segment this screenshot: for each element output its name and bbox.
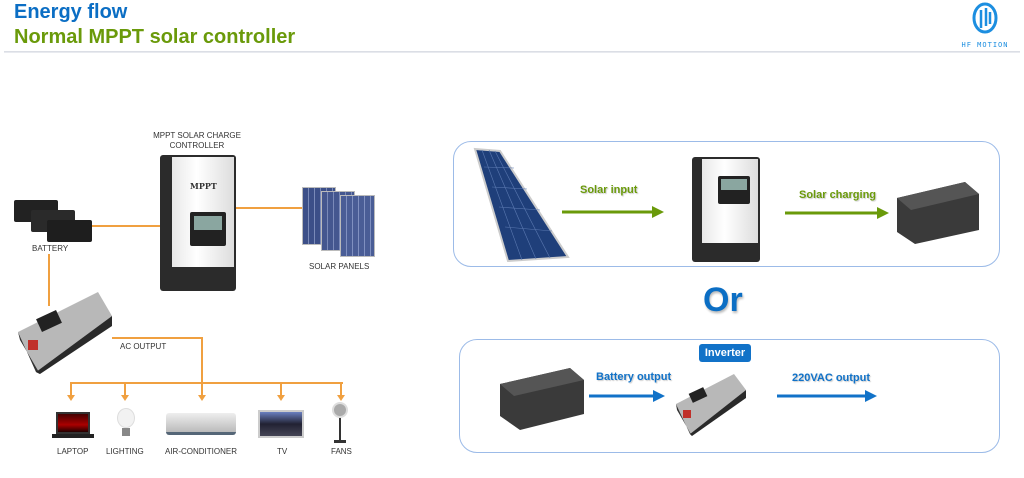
battery-output-label: Battery output [596, 371, 672, 383]
ac-output-line [112, 337, 203, 339]
header-divider [4, 51, 1020, 53]
controller-brand: MPPT [190, 181, 217, 191]
solar-panels-label: SOLAR PANELS [309, 262, 370, 271]
battery-image [895, 180, 981, 244]
mppt-controller-image-small [692, 157, 760, 262]
laptop-icon [52, 412, 94, 439]
load-label-laptop: LAPTOP [57, 447, 89, 456]
or-label: Or [703, 281, 743, 319]
solar-flow-box [453, 141, 1000, 267]
inverter-image-small [674, 372, 746, 438]
mppt-controller-image: MPPT [160, 155, 236, 291]
controller-label: MPPT SOLAR CHARGE CONTROLLER [153, 131, 241, 150]
tv-icon [258, 410, 304, 438]
connector-battery-controller [92, 225, 160, 227]
load-label-fans: FANS [331, 447, 352, 456]
inverter-badge: Inverter [699, 344, 751, 362]
page-subtitle: Normal MPPT solar controller [14, 26, 296, 48]
ac-output-220v-label: 220VAC output [792, 372, 871, 384]
fan-icon [332, 402, 354, 446]
inverter-flow-box [459, 339, 1000, 453]
battery-image-2 [498, 366, 586, 430]
solar-charging-label: Solar charging [799, 189, 877, 201]
air-conditioner-icon [166, 413, 236, 435]
load-label-air-conditioner: AIR-CONDITIONER [165, 447, 237, 456]
hf-motion-logo: HF MOTION [950, 2, 1020, 49]
solar-input-label: Solar input [580, 184, 638, 196]
light-bulb-icon [117, 408, 135, 442]
ac-output-drop [201, 337, 203, 399]
battery-stack-image [14, 200, 94, 244]
ac-output-label: AC OUTPUT [120, 342, 167, 351]
solar-panels-image [302, 187, 376, 259]
solar-panel-image [470, 147, 570, 263]
logo-text: HF MOTION [961, 41, 1009, 49]
connector-battery-inverter [48, 254, 50, 306]
load-label-tv: TV [277, 447, 288, 456]
load-label-lighting: LIGHTING [106, 447, 144, 456]
connector-controller-panels [234, 207, 304, 209]
page-title: Energy flow [14, 1, 128, 23]
inverter-image [16, 292, 112, 374]
load-bus-line [70, 382, 343, 384]
battery-label: BATTERY [32, 244, 69, 253]
